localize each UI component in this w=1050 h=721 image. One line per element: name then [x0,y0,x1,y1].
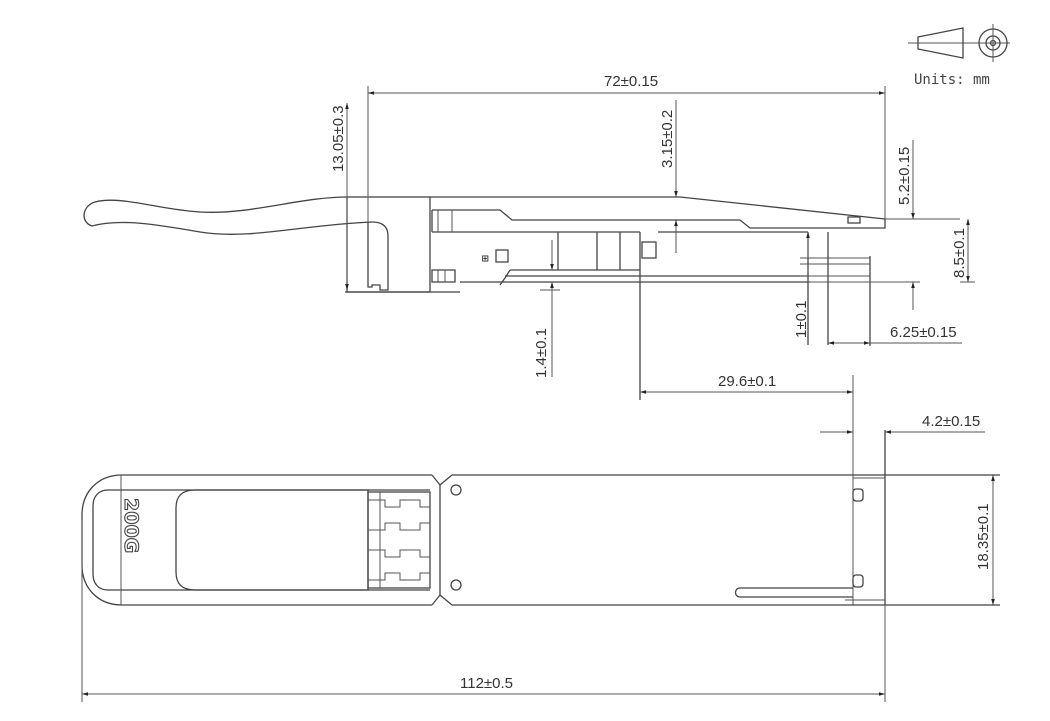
dim-top-step: 3.15±0.2 [659,110,676,168]
dim-overall-length-side: 72±0.15 [604,73,658,90]
side-dimensions: 72±0.15 13.05±0.3 3.15±0.2 5.2±0.15 8.5±… [330,73,975,605]
projection-symbol-icon [908,24,1010,62]
pull-tab-side [83,196,373,235]
dim-overall-length-top: 112±0.5 [460,675,513,692]
small-marking: ⊞ [482,252,489,265]
dim-width: 18.35±0.1 [975,503,992,570]
dim-pin-gap: 1±0.1 [793,301,810,338]
dim-lower-step: 1.4±0.1 [533,328,550,378]
dim-rear-height: 8.5±0.1 [951,228,968,278]
units-label: Units: mm [914,72,990,88]
duplex-lc-receptacle [367,491,431,589]
side-view: ⊞ [83,196,960,400]
top-view: 200G [81,430,1000,606]
dim-pin-length: 6.25±0.15 [890,324,957,341]
pull-tab-logo: 200G [120,498,142,553]
dim-latch-to-rear: 29.6±0.1 [718,373,776,390]
dim-pull-tab-height: 13.05±0.3 [330,105,347,172]
dim-rear-offset: 4.2±0.15 [922,413,980,430]
dim-rear-top-offset: 5.2±0.15 [896,147,913,205]
top-dimensions: 4.2±0.15 18.35±0.1 112±0.5 [81,413,995,702]
